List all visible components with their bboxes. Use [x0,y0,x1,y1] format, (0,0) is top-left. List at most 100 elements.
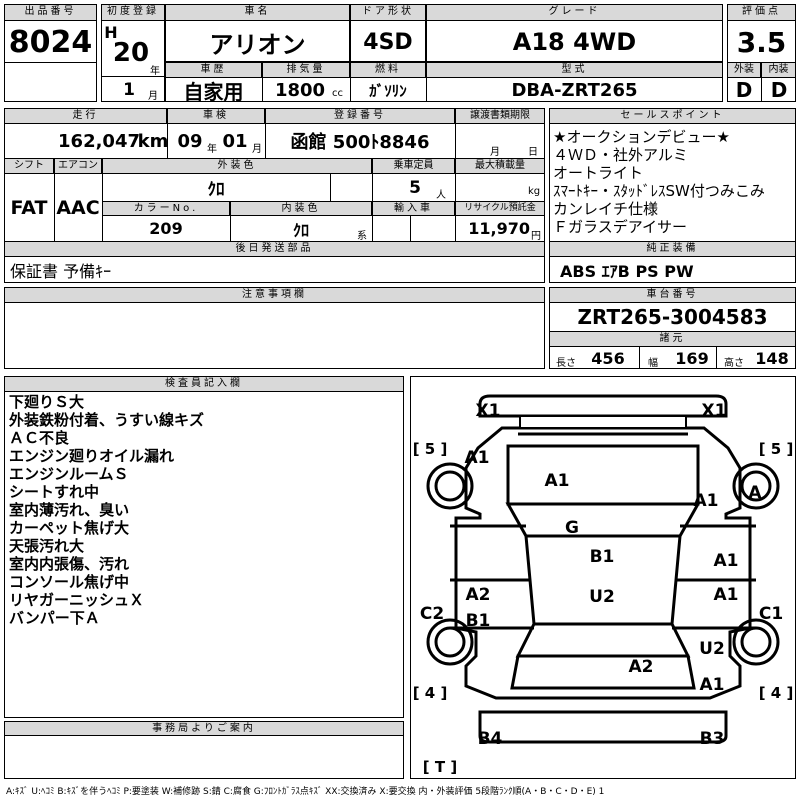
mark-r-front-door: A1 [714,551,739,571]
svg-text:[ 5 ]: [ 5 ] [413,440,448,458]
aircon: AAC [56,196,100,219]
inspector-note-line: 下廻りＳ大 [9,393,85,411]
displacement-label: 排気量 [262,62,350,78]
mark-r-rear-door: A1 [714,585,739,605]
month-unit: 月 [148,91,158,102]
rr-tire-count: 4 [771,684,781,702]
capacity: 5 [409,177,421,198]
inspector-note-line: カーペット焦げ大 [9,519,130,537]
int-score: D [761,78,796,102]
model: DBA-ZRT265 [511,79,638,101]
recycle-unit: 円 [531,231,541,242]
equipment-label: 純正装備 [549,241,796,257]
mark-front-right: X1 [702,401,727,421]
mark-windshield: G [565,518,579,538]
mark-rear-right: B3 [700,729,725,749]
spare-mark: T [435,758,446,776]
inspector-note-line: 室内内張傷、汚れ [9,555,130,573]
registration-month: 1 [123,80,135,100]
recycle-label: リサイクル預託金 [455,201,545,216]
sales-point-line: ｽﾏｰﾄｷｰ・ｽﾀｯﾄﾞﾚｽSW付つみこみ [553,182,765,200]
door-label: ドア形状 [350,4,426,21]
car-name: アリオン [209,30,306,59]
fl-tire-count: 5 [425,440,435,458]
transfer-month-unit: 月 [490,147,500,158]
svg-text:[ 5 ]: [ 5 ] [759,440,794,458]
sales-point-line: オートライト [553,164,644,182]
mark-l-rear-door: B1 [466,611,491,631]
transfer-day-unit: 日 [528,147,538,158]
mark-r-rear-fender: U2 [699,639,725,659]
registration-year: 20 [112,38,150,68]
mileage-label: 走行 [4,108,167,124]
width-label: 幅 [648,358,658,369]
legend: A:ｷｽﾞ U:ﾍｺﾐ B:ｷｽﾞを伴うﾍｺﾐ P:要塗装 W:補修跡 S:錆 … [6,787,605,797]
height: 148 [755,349,789,368]
inspector-note-line: コンソール焦げ中 [9,573,130,591]
int-score-label: 内装 [761,62,796,78]
mark-fr-tire: A [748,483,762,503]
mark-fl-fender: A1 [465,448,490,468]
shift: FAT [10,196,48,219]
mileage: 162,047 [58,130,140,152]
mark-trunk: A2 [629,657,654,677]
mark-l-step: C2 [420,604,444,624]
year-unit: 年 [150,66,160,77]
mark-hood: A1 [545,471,570,491]
svg-text:[ 4 ]: [ 4 ] [413,684,448,702]
sales-point-line: Ｆガラスデアイサー [553,218,687,236]
score: 3.5 [736,25,787,59]
inspector-note-line: シートすれ中 [9,483,100,501]
ext-color: ｸﾛ [207,180,225,200]
inspector-note-line: 室内薄汚れ、臭い [9,501,130,519]
later-parts-label: 後日発送部品 [4,241,545,257]
int-color: ｸﾛ [292,220,309,240]
score-label: 評価点 [727,4,796,21]
plate: 函館 500ﾄ8846 [290,132,430,153]
fuel-label: 燃料 [350,62,426,78]
displacement: 1800 [274,79,326,101]
ext-score-label: 外装 [727,62,761,78]
color-no-label: カラーNo. [102,201,230,216]
history-label: 車歴 [165,62,262,78]
mark-roof: B1 [590,547,615,567]
chassis-label: 車台番号 [549,287,796,303]
mark-fr-fender: A1 [694,491,719,511]
notes-label: 注意事項欄 [4,287,545,303]
inspector-note-line: 天張汚れ大 [9,537,85,555]
car-name-label: 車名 [165,4,350,21]
shift-label: シフト [4,158,54,174]
lot-number: 8024 [8,24,93,60]
load-label: 最大積載量 [455,158,545,174]
svg-text:[ 4 ]: [ 4 ] [759,684,794,702]
inspection-month-unit: 月 [252,144,262,155]
length-label: 長さ [556,358,576,369]
height-label: 高さ [724,358,744,369]
history: 自家用 [183,79,244,104]
capacity-unit: 人 [436,190,446,201]
chassis-number: ZRT265-3004583 [577,305,768,329]
dims-label: 諸元 [549,331,796,347]
sales-point-line: ★オークションデビュー★ [553,128,730,146]
inspector-label: 検査員記入欄 [4,376,404,392]
inspector-note-line: エンジンルームＳ [9,465,129,483]
fr-tire-count: 5 [771,440,781,458]
length: 456 [591,349,625,368]
inspection-month: 01 [222,130,248,152]
inspector-note-line: バンパー下Ａ [9,609,100,627]
transfer-label: 譲渡書類期限 [455,108,545,124]
inspection-year: 09 [177,130,203,152]
svg-text:[ T ]: [ T ] [423,758,457,776]
int-color-label: 内装色 [230,201,372,216]
office-label: 事務局よりご案内 [4,721,404,736]
sales-point-line: カンレイチ仕様 [553,200,659,218]
mark-r-step: C1 [759,604,783,624]
inspector-note-line: ＡＣ不良 [9,429,70,447]
grade: A18 4WD [512,28,637,56]
equipment: ABS ｴｱB PS PW [560,262,694,281]
inspection-label: 車検 [167,108,265,124]
mark-r-rear-quarter: A1 [700,675,725,695]
import-label: 輸入車 [372,201,455,216]
displacement-unit: cc [332,88,343,99]
aircon-label: エアコン [54,158,102,174]
